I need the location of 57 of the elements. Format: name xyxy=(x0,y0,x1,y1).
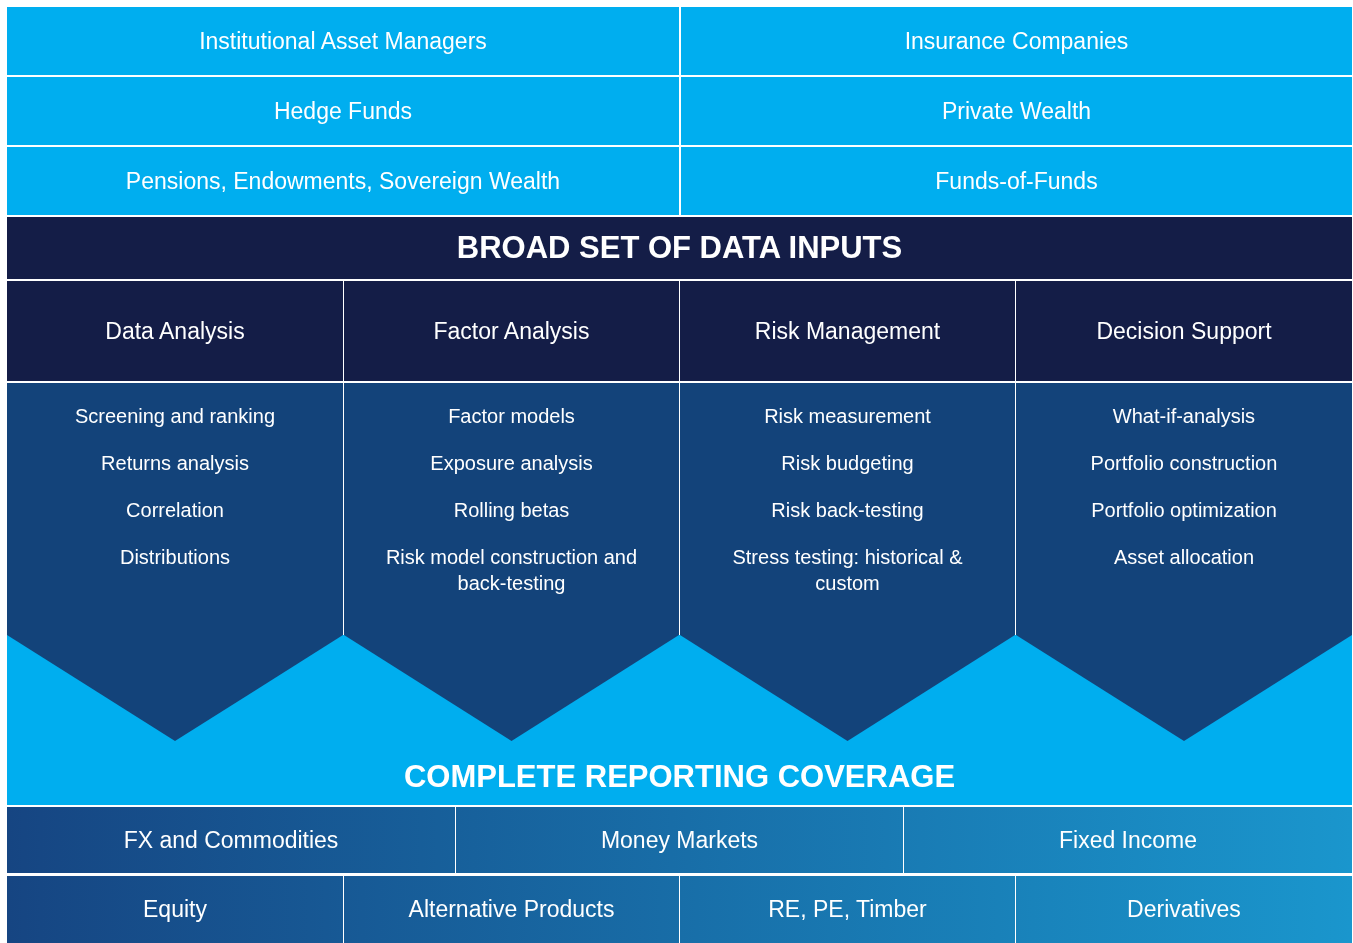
column-header-panel xyxy=(1016,281,1352,381)
asset-class-label: Alternative Products xyxy=(408,896,615,923)
list-item: Correlation xyxy=(126,498,224,523)
chevron-panel xyxy=(7,383,343,741)
asset-class-panel xyxy=(7,807,455,873)
asset-class-label: Derivatives xyxy=(1127,896,1241,923)
column-heading: Decision Support xyxy=(1096,317,1272,345)
list-item: Risk model construction and back-testing xyxy=(384,545,639,596)
banner-title: BROAD SET OF DATA INPUTS xyxy=(456,230,903,266)
asset-class-label: Money Markets xyxy=(600,826,759,854)
section-banner xyxy=(7,217,1352,279)
list-item: Portfolio optimization xyxy=(1091,498,1277,523)
column-header-panel xyxy=(7,281,343,381)
list-item: Returns analysis xyxy=(101,451,249,476)
banner-title: COMPLETE REPORTING COVERAGE xyxy=(403,759,956,795)
column-header-panel xyxy=(680,281,1015,381)
list-item: Stress testing: historical & custom xyxy=(731,545,964,596)
asset-class-panel xyxy=(1016,876,1352,943)
asset-class-label: Equity xyxy=(143,896,207,923)
client-segment-panel xyxy=(681,7,1352,75)
list-item: Risk measurement xyxy=(764,404,931,429)
list-item: Exposure analysis xyxy=(430,451,593,476)
chevron-panel xyxy=(1016,383,1352,741)
client-segment-panel xyxy=(681,77,1352,145)
asset-class-label: Fixed Income xyxy=(1058,826,1198,854)
chevron-panel xyxy=(680,383,1015,741)
client-segment-label: Insurance Companies xyxy=(904,27,1129,55)
column-heading: Data Analysis xyxy=(105,317,245,345)
column-header-panel xyxy=(344,281,679,381)
list-item: Factor models xyxy=(448,404,575,429)
asset-class-panel xyxy=(904,807,1352,873)
asset-class-label: RE, PE, Timber xyxy=(768,896,927,923)
list-item: Screening and ranking xyxy=(74,404,276,429)
asset-class-panel xyxy=(680,876,1015,943)
asset-class-panel xyxy=(7,876,343,943)
asset-class-panel xyxy=(456,807,903,873)
client-segment-label: Pensions, Endowments, Sovereign Wealth xyxy=(125,167,561,195)
list-item: Rolling betas xyxy=(453,498,570,523)
list-item: Risk budgeting xyxy=(781,451,914,476)
column-heading: Risk Management xyxy=(754,317,941,345)
client-segment-label: Funds-of-Funds xyxy=(935,167,1098,195)
client-segment-label: Private Wealth xyxy=(941,97,1092,125)
column-heading: Factor Analysis xyxy=(433,317,590,345)
list-item: Portfolio construction xyxy=(1090,451,1278,476)
client-segment-panel xyxy=(7,7,679,75)
client-segment-label: Hedge Funds xyxy=(273,97,413,125)
asset-class-label: FX and Commodities xyxy=(123,826,339,854)
client-segment-panel xyxy=(7,147,679,215)
list-item: Distributions xyxy=(119,545,230,570)
list-item: Asset allocation xyxy=(1113,545,1255,570)
list-item: What-if-analysis xyxy=(1112,404,1256,429)
list-item: Risk back-testing xyxy=(771,498,924,523)
client-segment-label: Institutional Asset Managers xyxy=(199,27,487,55)
client-segment-panel xyxy=(7,77,679,145)
asset-class-panel xyxy=(344,876,679,943)
chevron-panel xyxy=(344,383,679,741)
client-segment-panel xyxy=(681,147,1352,215)
